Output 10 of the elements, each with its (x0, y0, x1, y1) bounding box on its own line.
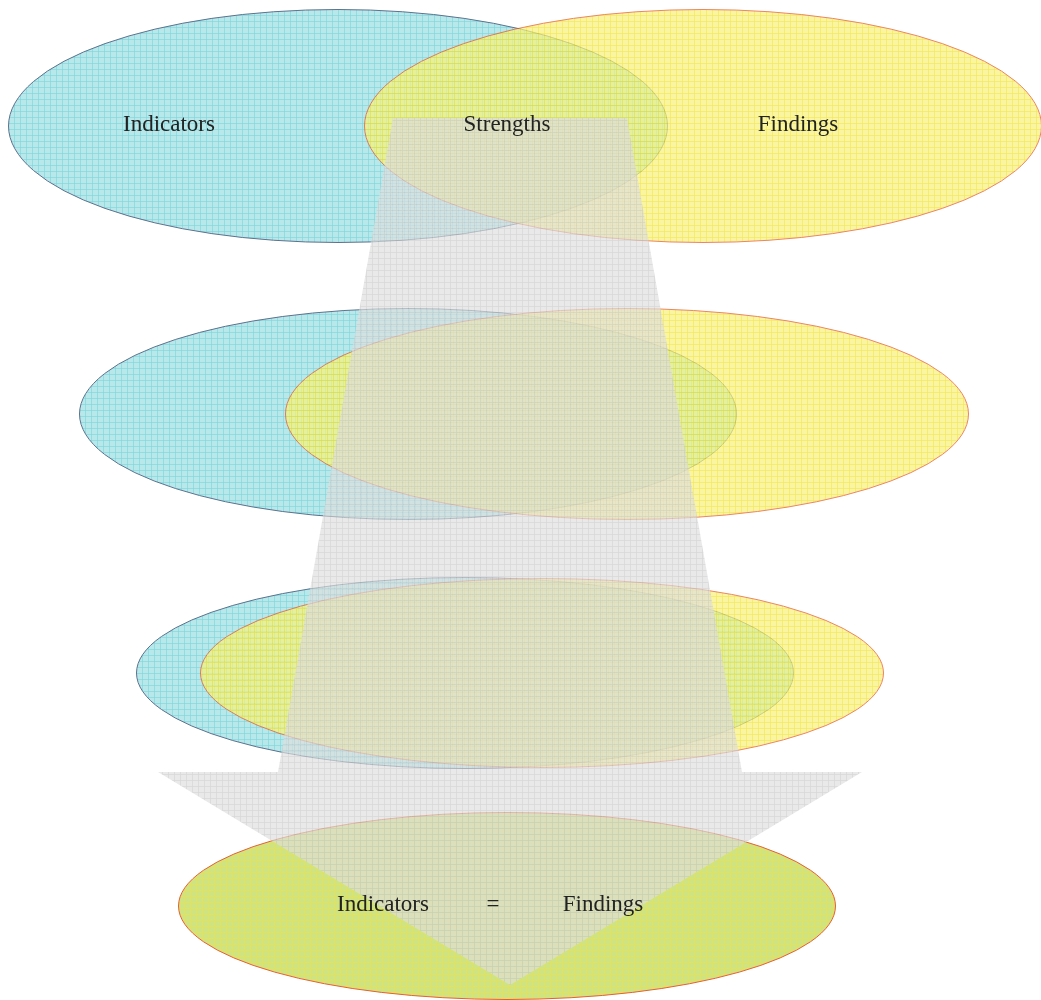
block-arrow (158, 118, 862, 985)
ellipse-label: Indicators (337, 891, 429, 917)
ellipse-label: Findings (562, 891, 644, 917)
ellipse (285, 308, 969, 520)
overlap-label: Strengths (463, 111, 551, 137)
ellipse (200, 578, 884, 768)
ellipse-label: = (486, 891, 500, 917)
ellipse (178, 812, 836, 1000)
ellipse-label: Findings (757, 111, 839, 137)
ellipse-label: Indicators (123, 111, 215, 137)
